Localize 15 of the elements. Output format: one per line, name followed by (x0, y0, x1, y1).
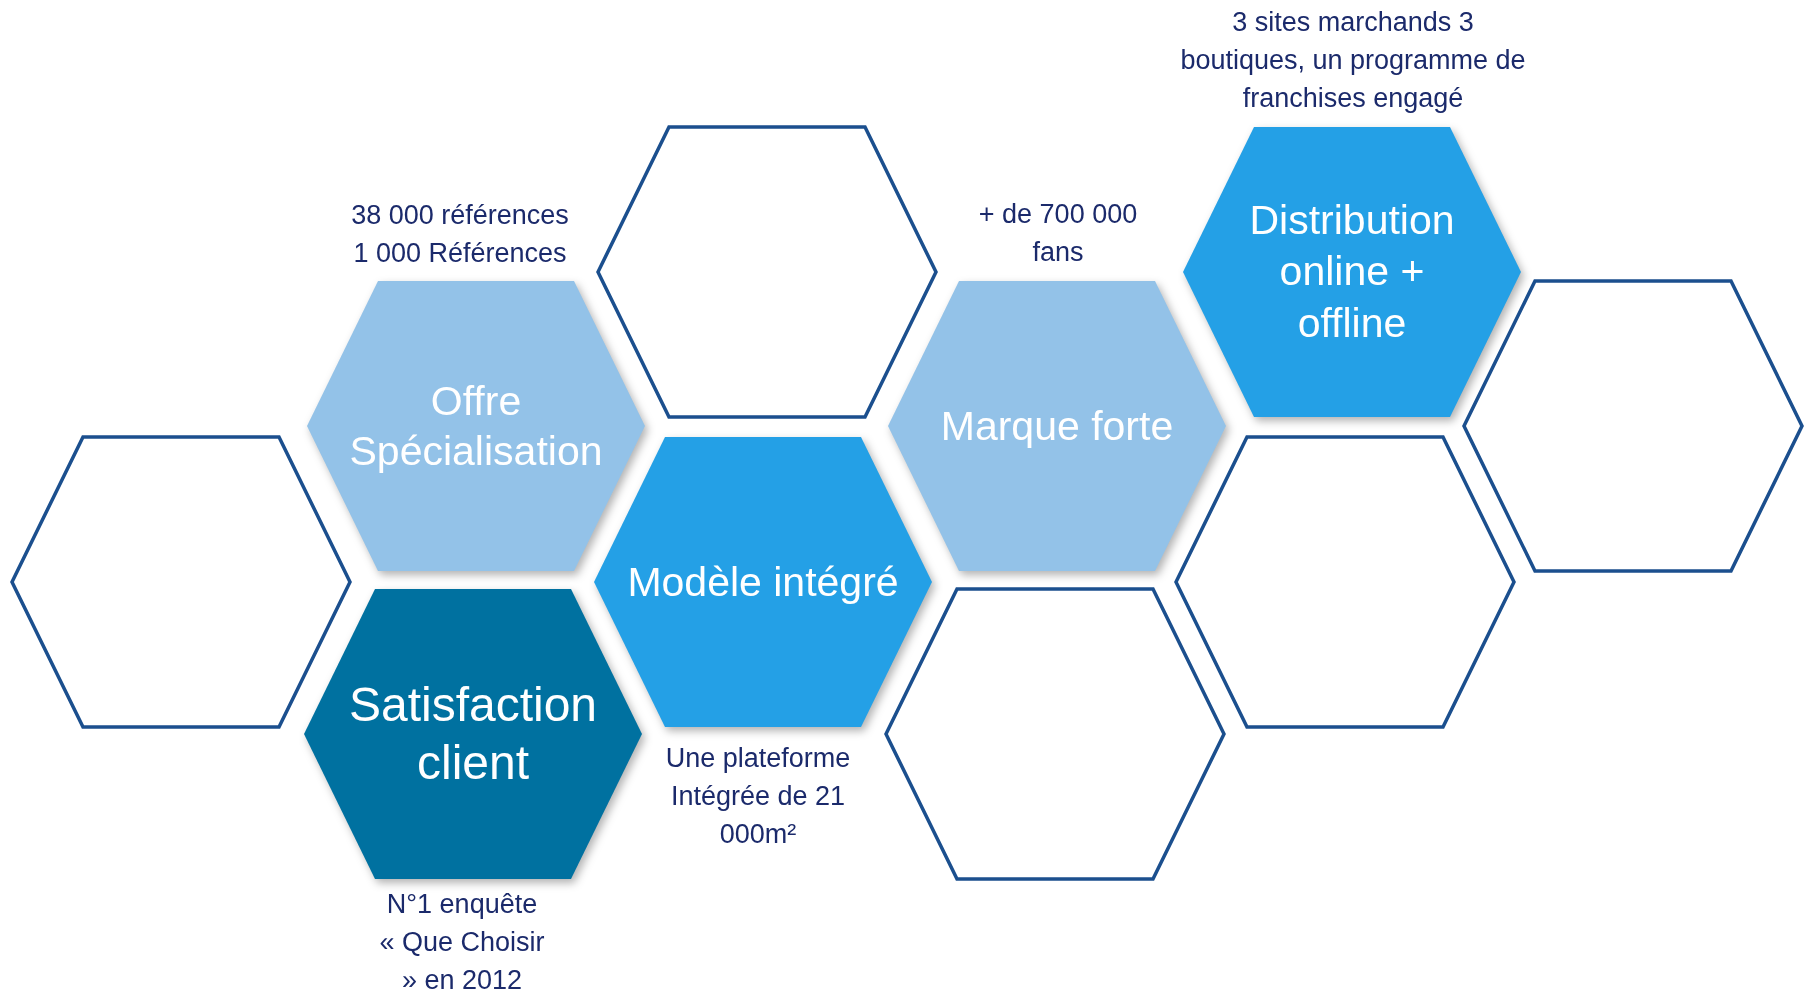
caption-text: 38 000 références 1 000 Références (350, 199, 570, 270)
hexagon-label: Offre Spécialisation (348, 377, 604, 476)
hexagon-label: Distribution online + offline (1248, 196, 1456, 348)
hexagon-tile (1176, 437, 1514, 727)
caption-text: + de 700 000 fans (977, 198, 1139, 269)
caption-text: Une plateforme Intégrée de 21 000m² (664, 742, 852, 851)
hexagon-tile (598, 127, 936, 417)
hexagon-label: Satisfaction client (347, 677, 599, 791)
hexagon-label: Modèle intégré (626, 558, 900, 607)
caption-text: N°1 enquête « Que Choisir » en 2012 (378, 888, 546, 996)
caption-text: 3 sites marchands 3 boutiques, un programme de franchises engagé (1179, 6, 1527, 115)
hexagon-tile (12, 437, 350, 727)
hexagon-label: Marque forte (939, 402, 1175, 451)
hexagon-tile (1464, 281, 1802, 571)
hexagon-tile (1183, 127, 1521, 417)
